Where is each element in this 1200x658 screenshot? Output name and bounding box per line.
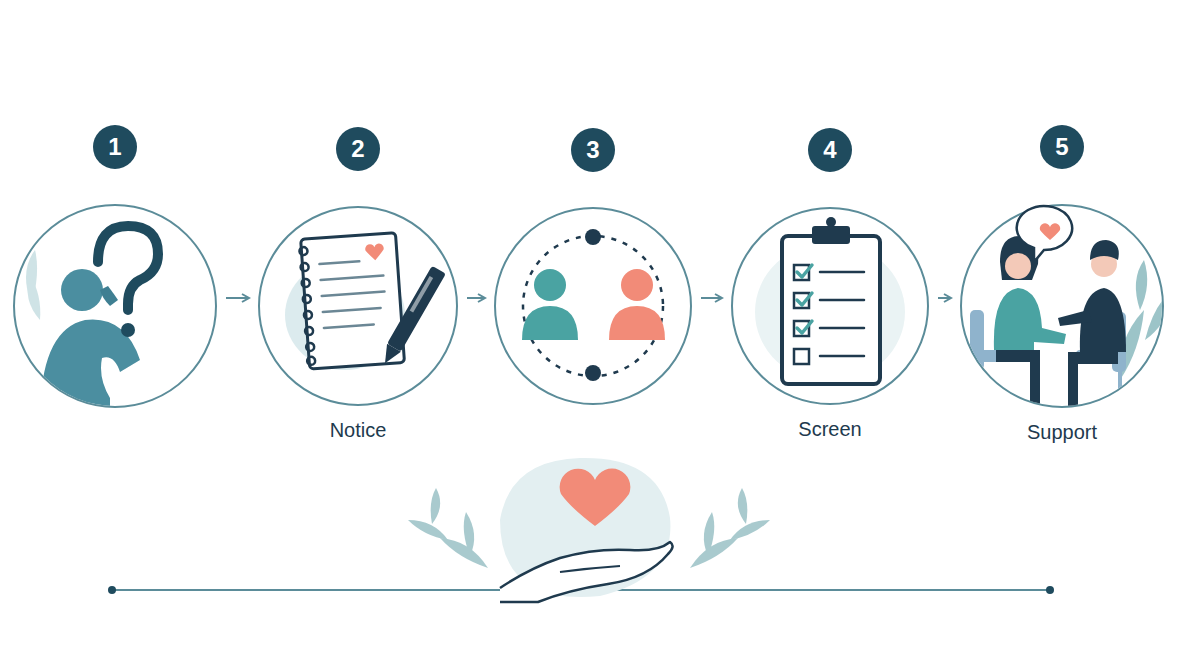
flow-arrow xyxy=(938,297,951,299)
step-number: 1 xyxy=(93,125,137,169)
step-label: Notice xyxy=(330,419,387,442)
step-number: 2 xyxy=(336,127,380,171)
flow-arrow xyxy=(701,297,722,299)
step-circle: 1 xyxy=(14,205,216,407)
step-number: 5 xyxy=(1040,125,1084,169)
step-circle: 2Notice xyxy=(259,207,457,405)
step-circle: 4Screen xyxy=(732,208,928,404)
step-label: Screen xyxy=(798,418,861,441)
flow-arrow xyxy=(467,297,485,299)
step-circle: 3 xyxy=(495,208,691,404)
step-number: 4 xyxy=(808,128,852,172)
step-number: 3 xyxy=(571,128,615,172)
step-label: Support xyxy=(1027,421,1097,444)
step-circle: 5Support xyxy=(961,205,1163,407)
flow-arrow xyxy=(226,297,249,299)
